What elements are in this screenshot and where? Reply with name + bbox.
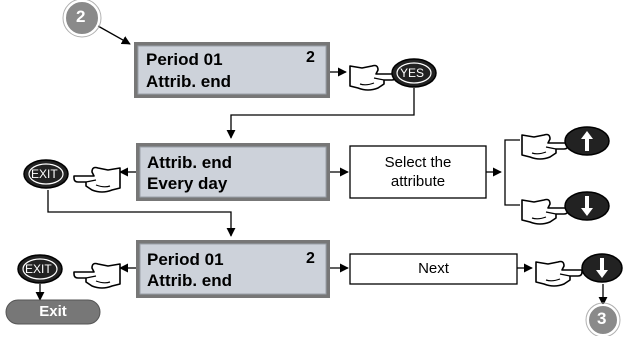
top-screen-line2: Attrib. end bbox=[146, 72, 231, 91]
down-key[interactable] bbox=[564, 191, 610, 221]
connector-start bbox=[97, 25, 131, 45]
bottom-screen-line1: Period 01 bbox=[147, 250, 224, 269]
hand-icon-next bbox=[535, 260, 583, 287]
lcd-screen-bottom bbox=[136, 240, 330, 298]
yes-key[interactable] bbox=[391, 58, 437, 88]
exit-key-middle[interactable] bbox=[23, 159, 69, 189]
arrow-up-icon bbox=[581, 131, 593, 151]
up-key[interactable] bbox=[564, 126, 610, 156]
arrow-down-icon bbox=[581, 196, 593, 216]
middle-screen-line2: Every day bbox=[147, 174, 228, 193]
step-marker-start bbox=[62, 0, 102, 38]
step-marker-start-label: 2 bbox=[76, 7, 86, 26]
exit-key-bottom[interactable] bbox=[17, 254, 63, 284]
exit-key-middle-label: EXIT bbox=[31, 167, 58, 181]
hand-icon-up bbox=[521, 133, 569, 160]
lcd-screen-top bbox=[134, 42, 330, 98]
top-screen-line1: Period 01 bbox=[146, 50, 223, 69]
lcd-screen-middle bbox=[136, 143, 330, 201]
select-box-label: Select the attribute bbox=[384, 154, 452, 190]
select-box bbox=[349, 145, 487, 199]
middle-screen-line1: Attrib. end bbox=[147, 153, 232, 172]
next-box-label: Next bbox=[418, 260, 449, 277]
connector-exit-to-bottom bbox=[47, 190, 236, 237]
hand-icon-exit-middle bbox=[73, 166, 121, 193]
arrow-down-icon bbox=[596, 258, 608, 278]
bottom-screen-line2: Attrib. end bbox=[147, 271, 232, 290]
exit-button-label: Exit bbox=[39, 303, 67, 320]
hand-icon-yes bbox=[349, 64, 397, 91]
exit-button[interactable] bbox=[5, 299, 101, 325]
bottom-screen-number: 2 bbox=[306, 250, 315, 267]
top-screen-number: 2 bbox=[306, 49, 315, 66]
branch-bracket bbox=[504, 139, 520, 206]
yes-key-label: YES bbox=[400, 66, 425, 80]
next-box bbox=[349, 253, 518, 285]
connector-yes-to-middle bbox=[226, 88, 415, 139]
step-marker-end-label: 3 bbox=[597, 309, 607, 328]
hand-icon-down bbox=[521, 198, 569, 225]
hand-icon-exit-bottom bbox=[73, 262, 121, 289]
exit-key-bottom-label: EXIT bbox=[25, 262, 52, 276]
down-key-next[interactable] bbox=[581, 253, 623, 283]
